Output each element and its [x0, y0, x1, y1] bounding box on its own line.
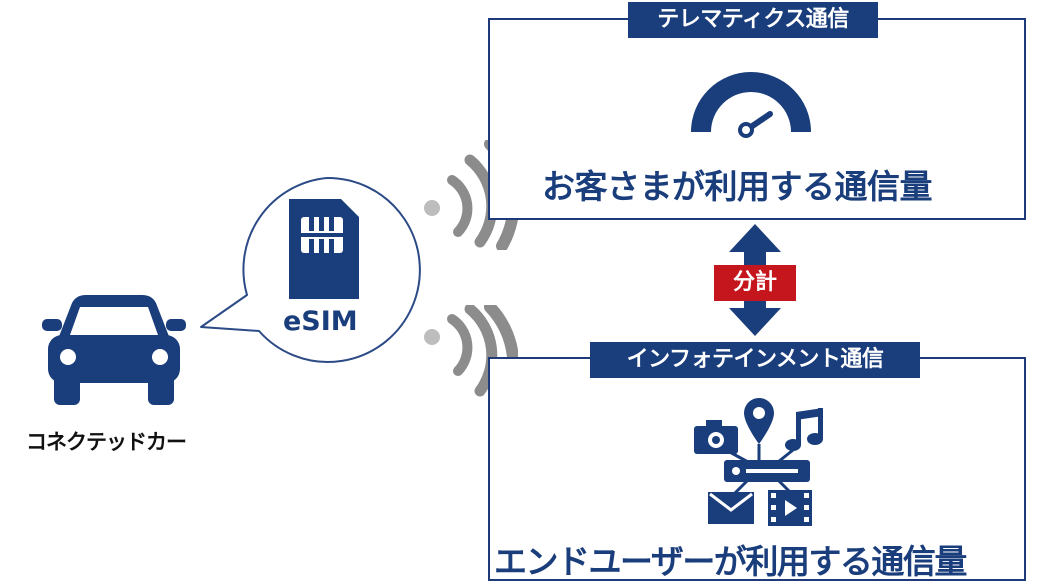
hub-icon: [724, 444, 810, 496]
mail-icon: [708, 492, 754, 524]
telematics-title: テレマティクス通信: [628, 2, 878, 38]
telematics-box: [488, 18, 1026, 220]
infotainment-usage-text: エンドユーザーが利用する通信量: [494, 542, 967, 581]
video-icon: [768, 490, 812, 526]
location-pin-icon: [744, 398, 774, 444]
speedometer-icon: [691, 72, 811, 138]
car-label: コネクテッドカー: [26, 430, 187, 454]
split-label: 分計: [714, 265, 796, 301]
sim-card-icon: [289, 199, 359, 299]
camera-icon: [694, 420, 738, 454]
esim-label: eSIM: [283, 306, 358, 337]
infotainment-title: インフォテインメント通信: [590, 342, 920, 378]
car-icon: [42, 295, 186, 405]
telematics-usage-text: お客さまが利用する通信量: [542, 167, 933, 206]
